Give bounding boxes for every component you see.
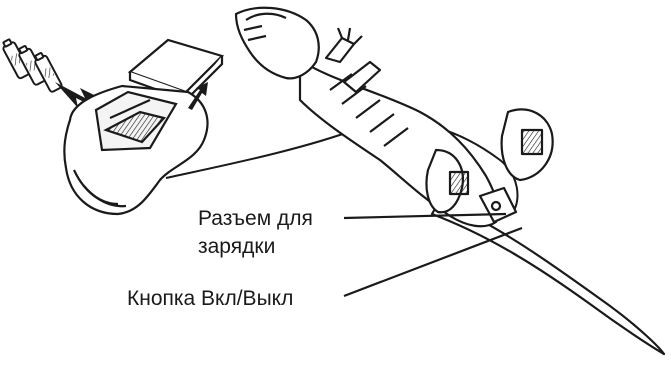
charging-port-label: Разъем для	[198, 207, 313, 231]
batteries-illustration	[0, 38, 62, 93]
power-button-label: Кнопка Вкл/Выкл	[127, 287, 293, 311]
charging-port-label-line2: зарядки	[198, 235, 275, 259]
dinosaur-illustration	[236, 8, 664, 354]
remote-controller-illustration	[64, 40, 222, 214]
power-button-leader	[344, 228, 522, 296]
